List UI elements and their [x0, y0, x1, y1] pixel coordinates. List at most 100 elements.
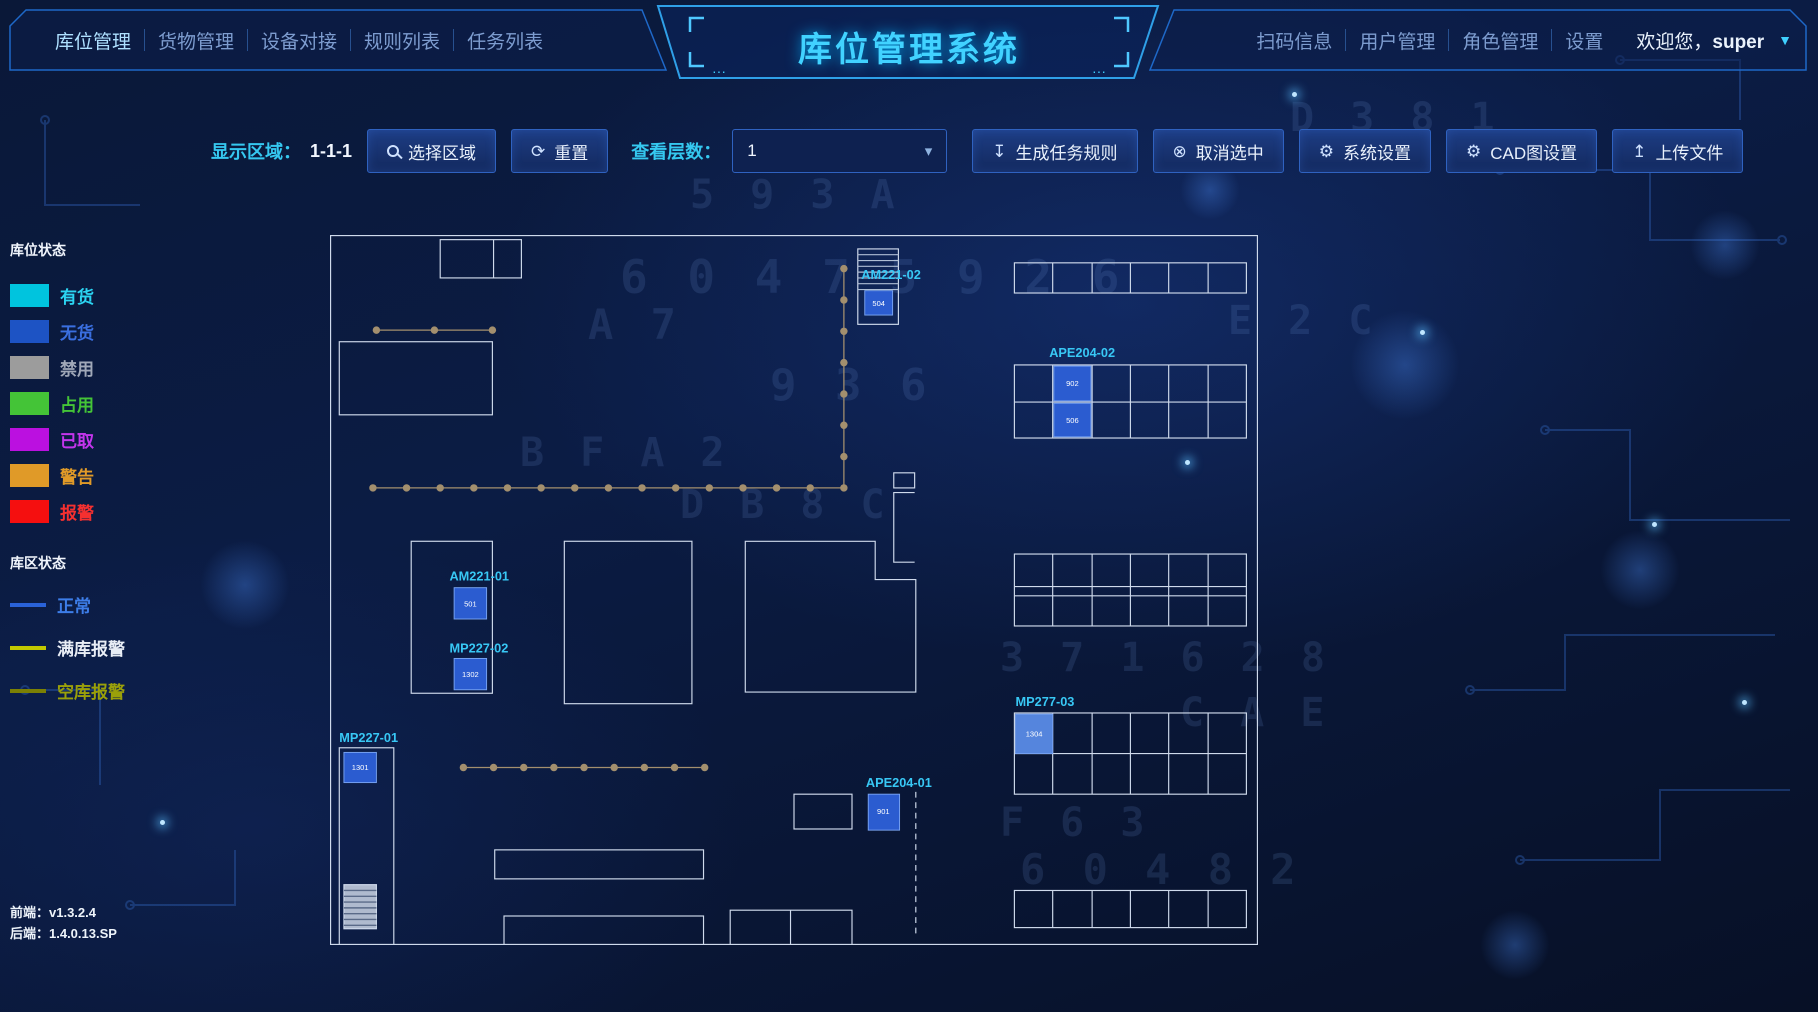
legend-item-picked: 已取 — [10, 428, 150, 451]
download-icon: ↧ — [992, 141, 1007, 161]
cell-1301[interactable] — [343, 751, 377, 784]
cell-902[interactable] — [1053, 365, 1092, 402]
layer-select[interactable]: 1 ▾ — [732, 129, 948, 173]
legend-item-has-goods: 有货 — [10, 284, 150, 307]
status-label: 已取 — [60, 432, 94, 451]
station-MP227-01: MP227-01 1301 — [339, 730, 398, 784]
cell-label: 1302 — [462, 670, 479, 679]
status-swatch — [10, 428, 49, 451]
stairs-symbol — [343, 884, 377, 930]
legend-item-no-goods: 无货 — [10, 320, 150, 343]
bg-glyph: B F A 2 — [520, 430, 731, 476]
cell-506[interactable] — [1053, 402, 1092, 438]
zone-item-full-alarm: 满库报警 — [10, 640, 150, 659]
nav-device-docking[interactable]: 设备对接 — [261, 31, 338, 53]
nav-goods-management[interactable]: 货物管理 — [158, 31, 235, 53]
cell-1304[interactable] — [1015, 713, 1054, 755]
nav-task-list[interactable]: 任务列表 — [467, 31, 544, 53]
generate-task-rule-button[interactable]: ↧ 生成任务规则 — [972, 129, 1138, 173]
station-label: AM221-01 — [449, 569, 509, 584]
banner-dots-left: ··· — [712, 63, 726, 79]
bg-glyph: D B 8 C — [680, 482, 891, 528]
select-area-button[interactable]: 选择区域 — [367, 129, 497, 173]
zone-status-title: 库区状态 — [10, 555, 66, 571]
backend-version: 后端：1.4.0.13.SP — [10, 925, 117, 941]
star-dot — [160, 820, 165, 825]
status-label: 报警 — [60, 504, 94, 523]
cell-504[interactable] — [864, 290, 894, 316]
star-dot — [1185, 460, 1190, 465]
zone-line — [10, 645, 46, 650]
zone-item-normal: 正常 — [10, 597, 150, 616]
username: super — [1712, 31, 1765, 53]
user-dropdown-caret-icon[interactable]: ▼ — [1778, 32, 1792, 48]
cell-901[interactable] — [867, 793, 901, 831]
glow-dot — [1690, 210, 1760, 280]
status-swatch — [10, 392, 49, 415]
striped-rack — [857, 248, 899, 325]
map-stations: AM221-02 504 APE204-02 902 506 AM221-01 … — [339, 267, 1115, 831]
bg-glyph: F 6 3 — [1000, 800, 1151, 846]
glow-dot — [200, 540, 290, 630]
cell-label: 504 — [872, 299, 885, 308]
agv-paths — [369, 264, 848, 772]
rack-grids[interactable] — [1013, 262, 1247, 929]
cell-1302[interactable] — [453, 657, 488, 691]
refresh-icon: ⟳ — [531, 141, 546, 161]
cad-settings-button[interactable]: ⚙ CAD图设置 — [1446, 129, 1598, 173]
cancel-selection-button[interactable]: ⊗ 取消选中 — [1152, 129, 1284, 173]
legend-item-warning: 警告 — [10, 464, 150, 487]
frontend-version: 前端：v1.3.2.4 — [10, 905, 96, 920]
nav-slot-management[interactable]: 库位管理 — [55, 31, 132, 53]
upload-icon: ↥ — [1632, 141, 1647, 161]
nav-role-management[interactable]: 角色管理 — [1462, 31, 1539, 53]
nav-separator — [350, 29, 352, 51]
station-AM221-02: AM221-02 504 — [861, 267, 921, 316]
gear-icon: ⚙ — [1466, 141, 1482, 161]
status-legend: 库位状态 有货 无货 禁用 占用 已取 警告 报警 库区状态 正常 满库报警 空… — [10, 240, 150, 726]
station-MP227-02: MP227-02 1302 — [449, 641, 508, 691]
legend-item-disabled: 禁用 — [10, 356, 150, 379]
generate-task-rule-label: 生成任务规则 — [1015, 143, 1118, 163]
nav-user-management[interactable]: 用户管理 — [1359, 31, 1436, 53]
reset-button[interactable]: ⟳ 重置 — [511, 129, 609, 173]
status-swatch — [10, 464, 49, 487]
upload-file-label: 上传文件 — [1655, 143, 1724, 163]
layer-select-value: 1 — [747, 141, 757, 160]
nav-separator — [247, 29, 249, 51]
cell-label: 1301 — [352, 763, 369, 772]
status-label: 无货 — [60, 324, 94, 343]
nav-rule-list[interactable]: 规则列表 — [364, 31, 441, 53]
display-area-label: 显示区域： — [211, 142, 301, 162]
nav-separator — [453, 29, 455, 51]
glow-dot — [1600, 530, 1680, 610]
banner-dots-right: ··· — [1092, 63, 1106, 79]
star-dot — [1652, 522, 1657, 527]
upload-file-button[interactable]: ↥ 上传文件 — [1612, 129, 1744, 173]
zone-item-empty-alarm: 空库报警 — [10, 683, 150, 702]
cell-label: 1304 — [1026, 729, 1043, 738]
cell-501[interactable] — [453, 587, 488, 620]
status-swatch — [10, 284, 49, 307]
chevron-down-icon: ▾ — [924, 143, 933, 160]
main-nav-right: 扫码信息 用户管理 角色管理 设置 欢迎您，super ▼ — [1243, 0, 1792, 80]
status-label: 禁用 — [60, 360, 94, 379]
nav-scan-info[interactable]: 扫码信息 — [1256, 31, 1333, 53]
welcome-text: 欢迎您，super — [1636, 27, 1764, 54]
nav-settings[interactable]: 设置 — [1565, 31, 1604, 53]
nav-separator — [1551, 29, 1553, 51]
station-label: AM221-02 — [861, 267, 921, 282]
nav-separator — [1448, 29, 1450, 51]
status-swatch — [10, 356, 49, 379]
slot-status-title: 库位状态 — [10, 242, 66, 258]
station-AM221-01: AM221-01 501 — [449, 569, 509, 620]
status-label: 有货 — [60, 288, 94, 307]
status-label: 占用 — [60, 396, 94, 415]
gear-icon: ⚙ — [1318, 141, 1335, 161]
station-label: APE204-02 — [1049, 345, 1115, 360]
bg-glyph: E 2 C — [1228, 298, 1379, 344]
star-dot — [1742, 700, 1747, 705]
legend-item-occupied: 占用 — [10, 392, 150, 415]
toolbar: 显示区域： 1-1-1 选择区域 ⟳ 重置 查看层数： 1 ▾ ↧ 生成任务规则… — [211, 128, 1744, 174]
system-settings-button[interactable]: ⚙ 系统设置 — [1298, 129, 1432, 173]
